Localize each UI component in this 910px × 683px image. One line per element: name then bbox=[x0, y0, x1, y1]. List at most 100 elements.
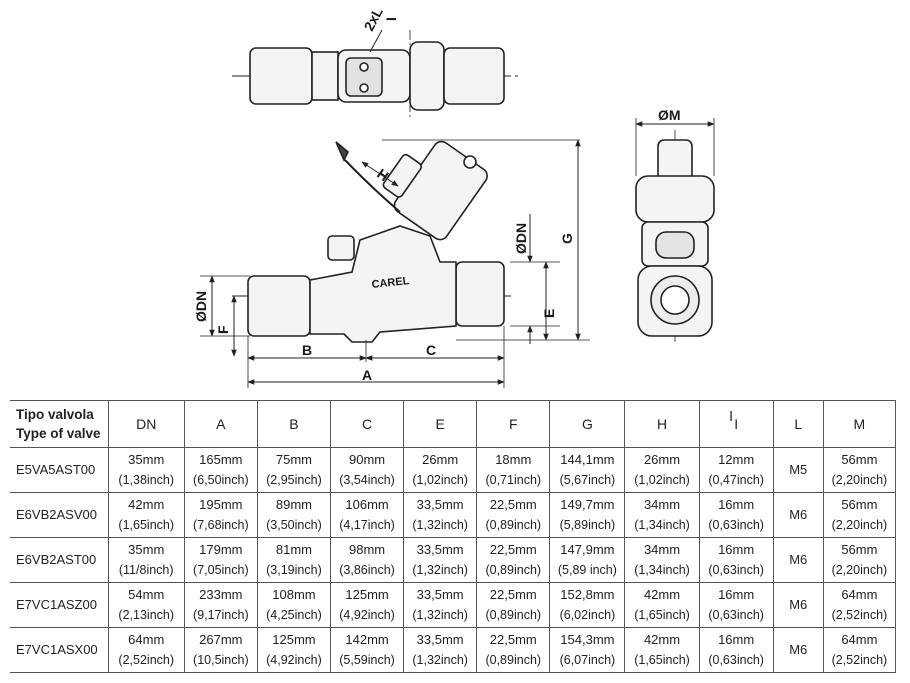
value-inch: (6,07inch) bbox=[559, 653, 616, 667]
dimension-cell-c: 106mm(4,17inch) bbox=[329, 492, 405, 538]
col-header-b: B bbox=[256, 400, 332, 448]
value-mm: 35mm bbox=[128, 452, 165, 467]
value-inch: (1,32inch) bbox=[412, 608, 468, 622]
value-mm: 34mm bbox=[643, 542, 681, 557]
value-mm: 16mm bbox=[718, 587, 755, 602]
value-inch: (2,95inch) bbox=[266, 473, 322, 487]
dimension-cell-f: 22,5mm(0,89inch) bbox=[476, 582, 551, 628]
front-view bbox=[635, 118, 715, 345]
dimension-cell-g: 149,7mm(5,89inch) bbox=[549, 492, 626, 538]
value-mm: 64mm bbox=[841, 587, 878, 602]
value-mm: 89mm bbox=[275, 497, 312, 512]
value-mm: 152,8mm bbox=[560, 587, 615, 602]
value-mm: 22,5mm bbox=[489, 497, 537, 512]
value-mm: 267mm bbox=[199, 632, 243, 647]
value-mm: 233mm bbox=[199, 587, 243, 602]
value-inch: (1,02inch) bbox=[412, 473, 468, 487]
dimension-cell-l: M6 bbox=[772, 537, 824, 583]
value-mm: 33,5mm bbox=[416, 497, 464, 512]
value-inch: (10,5inch) bbox=[193, 653, 249, 667]
dimension-cell-c: 142mm(5,59inch) bbox=[329, 627, 405, 673]
value-mm: 12mm bbox=[718, 452, 755, 467]
value-inch: (4,92inch) bbox=[266, 653, 322, 667]
value-inch: (3,86inch) bbox=[339, 563, 395, 577]
value-inch: (2,52inch) bbox=[831, 653, 888, 667]
value-inch: (6,02inch) bbox=[559, 608, 616, 622]
label-f: F bbox=[215, 325, 231, 334]
value-mm: 125mm bbox=[345, 587, 389, 602]
dimension-cell-l: M6 bbox=[772, 582, 824, 628]
value-mm: 33,5mm bbox=[416, 542, 464, 557]
value-mm: 26mm bbox=[422, 452, 459, 467]
value-inch: (11/8inch) bbox=[118, 563, 174, 577]
value-mm: 147,9mm bbox=[560, 542, 615, 557]
col-header-h: H bbox=[624, 400, 700, 448]
value-inch: (0,47inch) bbox=[708, 473, 764, 487]
dimension-cell-c: 98mm(3,86inch) bbox=[329, 537, 405, 583]
dimension-cell-h: 26mm(1,02inch) bbox=[624, 447, 700, 493]
value-inch: (0,89inch) bbox=[485, 653, 542, 667]
dimension-cell-e: 33,5mm(1,32inch) bbox=[403, 582, 478, 628]
col-header-a: A bbox=[183, 400, 258, 448]
brand-label: CAREL bbox=[371, 275, 410, 291]
dimension-cell-dn: 54mm(2,13inch) bbox=[107, 582, 185, 628]
dimension-cell-f: 22,5mm(0,89inch) bbox=[476, 537, 551, 583]
value-inch: (4,17inch) bbox=[339, 518, 395, 532]
dimension-cell-i: 16mm(0,63inch) bbox=[698, 492, 774, 538]
value-mm: 165mm bbox=[199, 452, 243, 467]
value-mm: M6 bbox=[789, 552, 808, 567]
type-header-en: Type of valve bbox=[16, 426, 101, 441]
dimension-cell-b: 89mm(3,50inch) bbox=[256, 492, 332, 538]
dimension-cell-dn: 35mm(1,38inch) bbox=[107, 447, 185, 493]
value-inch: (1,34inch) bbox=[634, 518, 690, 532]
value-inch: (0,89inch) bbox=[485, 518, 542, 532]
dimension-cell-l: M5 bbox=[772, 447, 824, 493]
dimension-cell-dn: 35mm (11/8inch) bbox=[107, 537, 185, 583]
value-mm: 33,5mm bbox=[416, 632, 464, 647]
dimension-cell-a: 179mm(7,05inch) bbox=[183, 537, 258, 583]
value-inch: (2,20inch) bbox=[831, 518, 888, 532]
value-mm: M5 bbox=[789, 462, 808, 477]
value-mm: 144,1mm bbox=[560, 452, 615, 467]
value-mm: 75mm bbox=[275, 452, 312, 467]
label-dn-left: ØDN bbox=[193, 291, 209, 322]
value-mm: 56mm bbox=[841, 542, 878, 557]
value-inch: (1,34inch) bbox=[634, 563, 690, 577]
value-inch: (7,68inch) bbox=[193, 518, 249, 532]
value-inch: (5,89inch) bbox=[559, 518, 616, 532]
col-header-g: G bbox=[549, 400, 626, 448]
value-mm: M6 bbox=[789, 642, 808, 657]
text-cursor-icon: I bbox=[729, 408, 734, 425]
value-mm: 35mm bbox=[128, 542, 165, 557]
dimension-cell-m: 56mm(2,20inch) bbox=[822, 447, 897, 493]
table-header-row: Tipo valvola Type of valve DN A B C E F … bbox=[10, 400, 897, 448]
label-a: A bbox=[362, 367, 372, 383]
dimension-cell-g: 144,1mm(5,67inch) bbox=[549, 447, 626, 493]
value-mm: 90mm bbox=[348, 452, 386, 467]
value-mm: 81mm bbox=[275, 542, 312, 557]
value-inch: (2,13inch) bbox=[118, 608, 175, 622]
dimension-cell-b: 75mm (2,95inch) bbox=[256, 447, 332, 493]
valve-dimensions-table: Tipo valvola Type of valve DN A B C E F … bbox=[10, 400, 897, 673]
value-inch: (0,71inch) bbox=[485, 473, 542, 487]
value-inch: (9,17inch) bbox=[193, 608, 249, 622]
col-header-m: M bbox=[822, 400, 897, 448]
value-inch: (6,50inch) bbox=[193, 473, 249, 487]
label-i: I bbox=[383, 17, 399, 21]
dimension-cell-b: 81mm(3,19inch) bbox=[256, 537, 332, 583]
dimension-cell-i: 16mm(0,63inch) bbox=[698, 537, 774, 583]
col-header-i: I bbox=[698, 400, 774, 448]
dimension-cell-g: 147,9mm(5,89 inch) bbox=[549, 537, 626, 583]
dimension-cell-a: 165mm (6,50inch) bbox=[183, 447, 258, 493]
col-header-dn: DN bbox=[107, 400, 185, 448]
value-mm: 26mm bbox=[643, 452, 681, 467]
dimension-cell-h: 42mm(1,65inch) bbox=[624, 582, 700, 628]
label-g: G bbox=[559, 233, 575, 244]
label-m: ØM bbox=[658, 107, 681, 123]
dimension-cell-i: 12mm (0,47inch) bbox=[698, 447, 774, 493]
dimension-cell-dn: 64mm(2,52inch) bbox=[107, 627, 185, 673]
